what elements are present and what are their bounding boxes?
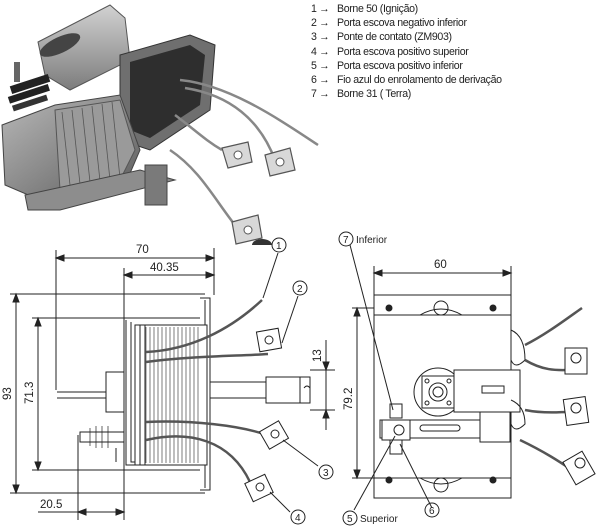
dim-overall-height: 93: [2, 387, 14, 400]
arrow-icon: →: [319, 88, 330, 101]
legend-item-7: 7→Borne 31 ( Terra): [311, 88, 411, 101]
dim-terminal-offset: 20.5: [40, 499, 62, 511]
legend-item-5: 5→Porta escova positivo inferior: [311, 59, 463, 72]
arrow-icon: →: [319, 74, 330, 87]
callout-5: 5: [347, 514, 353, 525]
callout-6: 6: [429, 506, 435, 517]
arrow-icon: →: [319, 3, 330, 15]
legend-item-3: 3→Ponte de contato (ZM903): [311, 31, 452, 44]
dim-hole-spacing: 79.2: [343, 388, 355, 410]
callout-2: 2: [297, 284, 303, 295]
arrow-icon: →: [319, 45, 330, 58]
arrow-icon: →: [319, 31, 330, 44]
parts-legend: 1→Borne 50 (Ignição) 2→Porta escova nega…: [311, 2, 502, 101]
solenoid-photo: [1, 4, 319, 245]
callout-3: 3: [323, 468, 329, 479]
legend-item-2: 2→Porta escova negativo inferior: [311, 17, 467, 30]
dim-plunger-diameter: 13: [312, 349, 324, 362]
dim-overall-length: 70: [136, 244, 149, 256]
legend-item-4: 4→Porta escova positivo superior: [311, 45, 469, 58]
callout-7-label: Inferior: [356, 235, 388, 246]
dim-body-length: 40.35: [150, 262, 179, 274]
arrow-icon: →: [319, 59, 330, 72]
front-view: [338, 231, 596, 526]
legend-item-6: 6→Fio azul do enrolamento de derivação: [311, 74, 502, 87]
callout-4: 4: [295, 513, 301, 524]
legend-item-1: 1→Borne 50 (Ignição): [311, 3, 418, 15]
callout-1: 1: [276, 241, 282, 252]
callout-7: 7: [343, 235, 349, 246]
dim-mount-height: 71.3: [24, 382, 36, 404]
dim-width: 60: [434, 259, 447, 271]
arrow-icon: →: [319, 17, 330, 30]
callout-5-label: Superior: [360, 514, 398, 525]
side-view: [10, 237, 335, 525]
